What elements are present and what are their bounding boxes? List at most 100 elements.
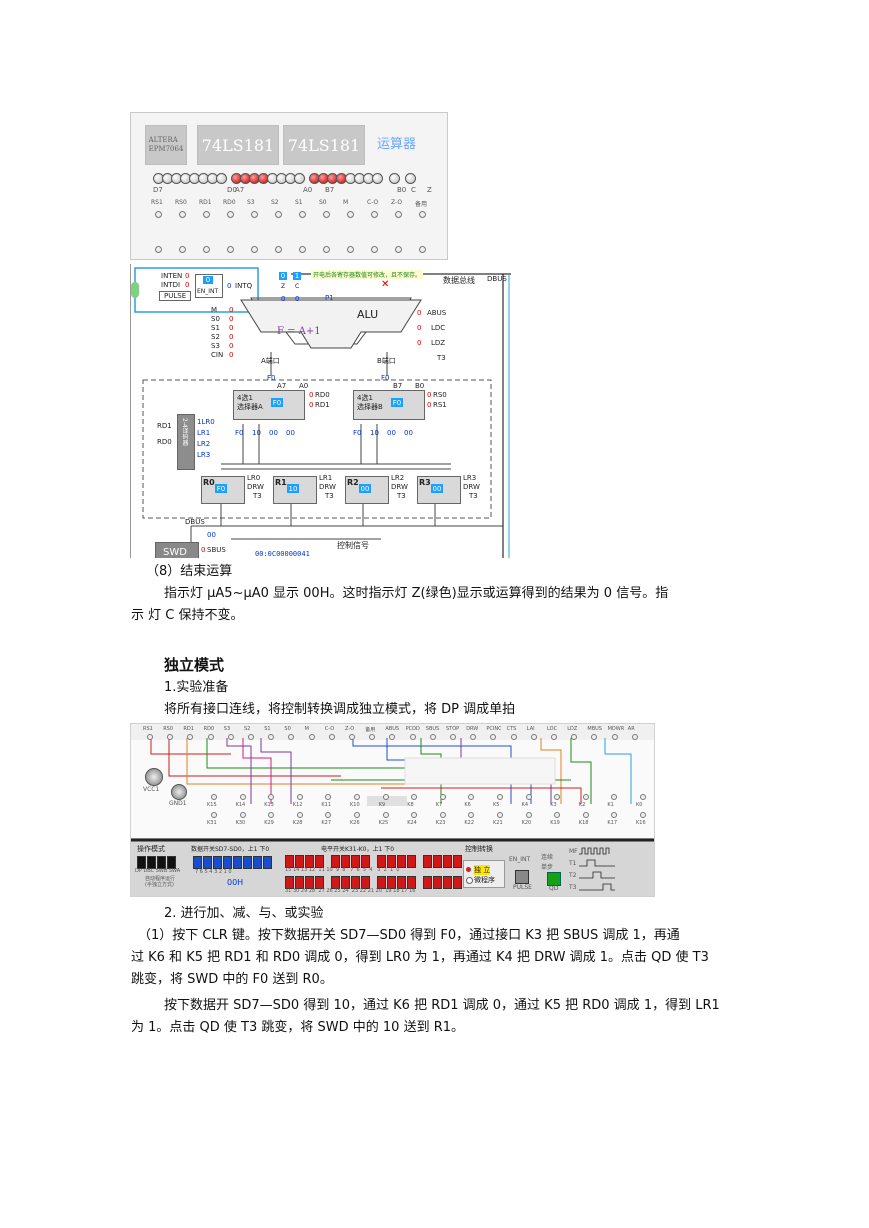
top-pin-socket[interactable]	[349, 734, 355, 740]
k-pin-socket[interactable]	[611, 812, 618, 818]
op-mode-switch[interactable]	[147, 856, 156, 869]
pin-socket[interactable]	[395, 211, 402, 218]
level-switch[interactable]	[377, 855, 386, 868]
pulse-button[interactable]	[515, 870, 529, 884]
level-switch[interactable]	[295, 855, 304, 868]
level-switch[interactable]	[443, 855, 452, 868]
radio-independent[interactable]	[466, 867, 471, 872]
k-pin-socket[interactable]	[239, 812, 246, 818]
k-pin-socket[interactable]	[268, 812, 275, 818]
level-switch[interactable]	[433, 855, 442, 868]
pin-socket[interactable]	[419, 246, 426, 253]
level-switch[interactable]	[423, 876, 432, 889]
pin-socket[interactable]	[227, 246, 234, 253]
data-switch[interactable]	[253, 856, 262, 869]
pin-socket[interactable]	[275, 246, 282, 253]
k-pin-socket[interactable]	[239, 794, 246, 800]
pin-socket[interactable]	[203, 211, 210, 218]
data-switch[interactable]	[213, 856, 222, 869]
k-pin-socket[interactable]	[554, 794, 561, 800]
pin-socket[interactable]	[299, 246, 306, 253]
data-switch[interactable]	[243, 856, 252, 869]
level-switch[interactable]	[397, 855, 406, 868]
level-switch[interactable]	[387, 855, 396, 868]
level-switch[interactable]	[407, 855, 416, 868]
pin-socket[interactable]	[155, 246, 162, 253]
top-pin-socket[interactable]	[631, 734, 638, 740]
k-pin-socket[interactable]	[468, 794, 475, 800]
top-pin-socket[interactable]	[328, 734, 335, 740]
level-switch[interactable]	[377, 876, 386, 889]
vcc-knob[interactable]	[145, 768, 163, 786]
level-switch[interactable]	[341, 855, 350, 868]
pin-socket[interactable]	[155, 211, 162, 218]
pin-socket[interactable]	[251, 211, 258, 218]
top-pin-socket[interactable]	[490, 734, 497, 740]
k-pin-socket[interactable]	[525, 794, 532, 800]
data-switch[interactable]	[263, 856, 272, 869]
top-pin-socket[interactable]	[227, 734, 234, 740]
k-pin-socket[interactable]	[296, 812, 303, 818]
top-pin-socket[interactable]	[147, 734, 153, 740]
top-pin-socket[interactable]	[369, 734, 376, 740]
level-switch[interactable]	[331, 876, 340, 889]
k-pin-socket[interactable]	[640, 812, 646, 818]
pin-socket[interactable]	[323, 246, 330, 253]
top-pin-socket[interactable]	[591, 734, 598, 740]
k-pin-socket[interactable]	[582, 794, 589, 800]
qd-button[interactable]	[547, 872, 561, 886]
top-pin-socket[interactable]	[510, 734, 517, 740]
level-switch[interactable]	[341, 876, 350, 889]
level-switch[interactable]	[351, 876, 360, 889]
k-pin-socket[interactable]	[582, 812, 589, 818]
op-mode-switch[interactable]	[167, 856, 176, 869]
data-switch[interactable]	[203, 856, 212, 869]
pin-socket[interactable]	[275, 211, 282, 218]
k-pin-socket[interactable]	[382, 794, 389, 800]
level-switch[interactable]	[453, 876, 462, 889]
top-pin-socket[interactable]	[207, 734, 214, 740]
pin-socket[interactable]	[179, 211, 186, 218]
k-pin-socket[interactable]	[497, 794, 503, 800]
k-pin-socket[interactable]	[354, 794, 360, 800]
level-switch[interactable]	[407, 876, 416, 889]
pin-socket[interactable]	[251, 246, 258, 253]
level-switch[interactable]	[361, 855, 370, 868]
k-pin-socket[interactable]	[411, 812, 418, 818]
k-pin-socket[interactable]	[468, 812, 475, 818]
top-pin-socket[interactable]	[470, 734, 477, 740]
level-switch[interactable]	[361, 876, 370, 889]
k-pin-socket[interactable]	[382, 812, 389, 818]
top-pin-socket[interactable]	[288, 734, 295, 740]
level-switch[interactable]	[443, 876, 452, 889]
k-pin-socket[interactable]	[411, 794, 418, 800]
top-pin-socket[interactable]	[571, 734, 578, 740]
top-pin-socket[interactable]	[167, 734, 174, 740]
level-switch[interactable]	[305, 855, 314, 868]
pin-socket[interactable]	[203, 246, 210, 253]
k-pin-socket[interactable]	[611, 794, 618, 800]
top-pin-socket[interactable]	[551, 734, 557, 740]
k-pin-socket[interactable]	[325, 812, 332, 818]
level-switch[interactable]	[315, 876, 324, 889]
k-pin-socket[interactable]	[439, 812, 446, 818]
pin-socket[interactable]	[371, 246, 378, 253]
k-pin-socket[interactable]	[268, 794, 275, 800]
pin-socket[interactable]	[299, 211, 306, 218]
level-switch[interactable]	[285, 876, 294, 889]
op-mode-switch[interactable]	[137, 856, 146, 869]
k-pin-socket[interactable]	[525, 812, 532, 818]
pin-socket[interactable]	[371, 211, 378, 218]
level-switch[interactable]	[397, 876, 406, 889]
pin-socket[interactable]	[347, 246, 354, 253]
pin-socket[interactable]	[395, 246, 402, 253]
k-pin-socket[interactable]	[439, 794, 446, 800]
pin-socket[interactable]	[179, 246, 186, 253]
level-switch[interactable]	[315, 855, 324, 868]
gnd-knob[interactable]	[171, 784, 187, 800]
top-pin-socket[interactable]	[450, 734, 456, 740]
level-switch[interactable]	[295, 876, 304, 889]
data-switch[interactable]	[233, 856, 242, 869]
top-pin-socket[interactable]	[389, 734, 396, 740]
pin-socket[interactable]	[323, 211, 330, 218]
